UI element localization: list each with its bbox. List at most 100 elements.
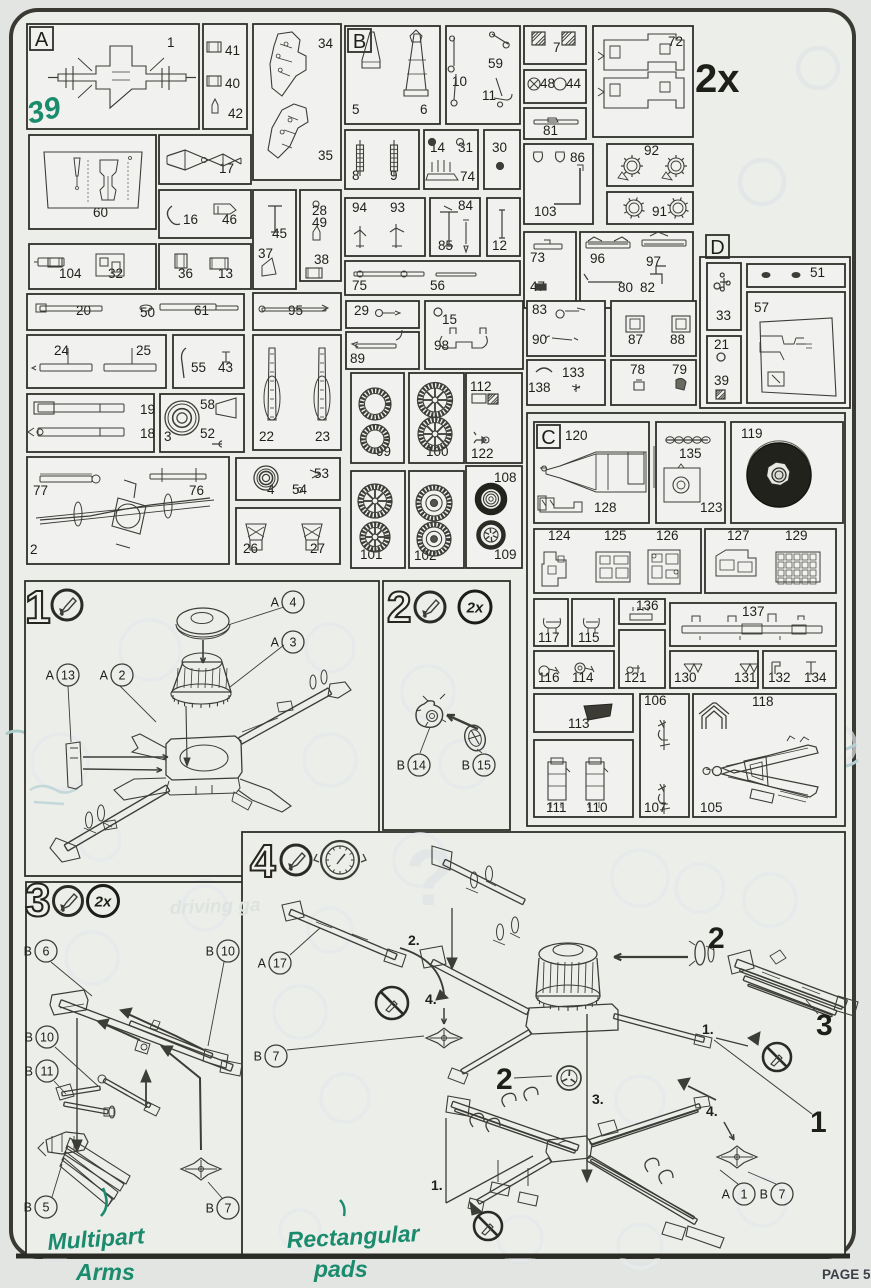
svg-text:3: 3 xyxy=(25,874,51,926)
svg-text:19: 19 xyxy=(140,402,155,417)
svg-text:6: 6 xyxy=(420,102,428,117)
svg-text:60: 60 xyxy=(93,205,108,220)
svg-text:133: 133 xyxy=(562,365,585,380)
svg-text:138: 138 xyxy=(528,380,551,395)
svg-text:76: 76 xyxy=(189,483,204,498)
svg-text:B: B xyxy=(760,1188,768,1202)
svg-text:4: 4 xyxy=(250,835,276,887)
svg-text:105: 105 xyxy=(700,800,723,815)
svg-text:driving ga: driving ga xyxy=(169,895,261,919)
svg-text:1: 1 xyxy=(25,581,51,633)
svg-text:35: 35 xyxy=(318,148,333,163)
svg-text:18: 18 xyxy=(140,426,155,441)
svg-text:136: 136 xyxy=(636,598,659,613)
svg-text:13: 13 xyxy=(61,669,75,683)
svg-text:31: 31 xyxy=(458,140,473,155)
svg-text:127: 127 xyxy=(727,528,750,543)
svg-text:A: A xyxy=(722,1188,731,1202)
svg-text:B: B xyxy=(206,1202,214,1216)
svg-text:PAGE 5: PAGE 5 xyxy=(822,1267,871,1282)
svg-text:1: 1 xyxy=(741,1188,748,1202)
svg-text:4.: 4. xyxy=(706,1103,718,1119)
svg-text:97: 97 xyxy=(646,254,661,269)
svg-text:22: 22 xyxy=(259,429,274,444)
svg-text:42: 42 xyxy=(228,106,243,121)
svg-text:?: ? xyxy=(406,833,455,922)
svg-text:7: 7 xyxy=(273,1050,280,1064)
svg-text:38: 38 xyxy=(314,252,329,267)
svg-text:5: 5 xyxy=(43,1201,50,1215)
svg-text:53: 53 xyxy=(314,466,329,481)
svg-text:25: 25 xyxy=(136,343,151,358)
svg-text:3: 3 xyxy=(290,636,297,650)
svg-text:73: 73 xyxy=(530,250,545,265)
svg-text:B: B xyxy=(462,759,470,773)
svg-text:3: 3 xyxy=(816,1009,833,1042)
svg-text:A: A xyxy=(271,636,280,650)
svg-text:125: 125 xyxy=(604,528,627,543)
svg-text:79: 79 xyxy=(672,362,687,377)
svg-text:44: 44 xyxy=(566,76,582,91)
svg-text:119: 119 xyxy=(741,426,763,441)
svg-text:128: 128 xyxy=(594,500,617,515)
svg-text:6: 6 xyxy=(43,945,50,959)
svg-text:B: B xyxy=(397,759,405,773)
svg-text:11: 11 xyxy=(41,1065,54,1079)
svg-text:83: 83 xyxy=(532,302,547,317)
svg-text:17: 17 xyxy=(219,161,234,176)
svg-text:40: 40 xyxy=(225,76,240,91)
svg-text:96: 96 xyxy=(590,251,605,266)
svg-text:1.: 1. xyxy=(431,1177,443,1193)
svg-text:126: 126 xyxy=(656,528,679,543)
svg-text:87: 87 xyxy=(628,332,643,347)
svg-text:2: 2 xyxy=(708,922,725,955)
svg-text:B: B xyxy=(254,1050,262,1064)
svg-text:7: 7 xyxy=(779,1188,786,1202)
svg-text:13: 13 xyxy=(218,266,233,281)
svg-text:30: 30 xyxy=(492,140,507,155)
svg-text:B: B xyxy=(24,1201,32,1215)
svg-text:33: 33 xyxy=(716,308,731,323)
svg-text:23: 23 xyxy=(315,429,330,444)
svg-text:8: 8 xyxy=(352,168,360,183)
svg-text:Arms: Arms xyxy=(75,1259,135,1283)
svg-text:129: 129 xyxy=(785,528,808,543)
svg-text:94: 94 xyxy=(352,200,368,215)
svg-text:7: 7 xyxy=(553,40,561,55)
svg-text:21: 21 xyxy=(714,337,729,352)
svg-text:45: 45 xyxy=(272,226,287,241)
svg-text:75: 75 xyxy=(352,278,367,293)
svg-text:A: A xyxy=(258,957,267,971)
svg-text:56: 56 xyxy=(430,278,445,293)
svg-text:57: 57 xyxy=(754,300,769,315)
svg-text:C: C xyxy=(541,427,555,449)
svg-text:2x: 2x xyxy=(466,600,484,617)
svg-text:pads: pads xyxy=(313,1256,368,1282)
svg-text:15: 15 xyxy=(477,759,491,773)
svg-text:1: 1 xyxy=(810,1106,827,1139)
svg-text:74: 74 xyxy=(460,169,476,184)
svg-text:2: 2 xyxy=(30,542,38,557)
svg-text:131: 131 xyxy=(734,670,757,685)
svg-text:B: B xyxy=(206,945,214,959)
svg-text:15: 15 xyxy=(442,312,457,327)
svg-text:112: 112 xyxy=(470,379,492,394)
svg-text:16: 16 xyxy=(183,212,198,227)
svg-text:58: 58 xyxy=(200,397,215,412)
svg-text:1.: 1. xyxy=(702,1021,714,1037)
svg-text:134: 134 xyxy=(804,670,827,685)
svg-text:104: 104 xyxy=(59,266,82,281)
svg-text:2: 2 xyxy=(119,669,126,683)
svg-text:130: 130 xyxy=(674,670,697,685)
svg-text:14: 14 xyxy=(412,759,426,773)
svg-text:123: 123 xyxy=(700,500,723,515)
svg-text:113: 113 xyxy=(568,716,590,731)
svg-text:48: 48 xyxy=(540,76,555,91)
svg-text:115: 115 xyxy=(578,630,600,645)
svg-text:5: 5 xyxy=(352,102,360,117)
svg-text:39: 39 xyxy=(714,373,729,388)
svg-text:B: B xyxy=(25,1065,33,1079)
svg-text:50: 50 xyxy=(140,305,155,320)
svg-text:59: 59 xyxy=(488,56,503,71)
svg-text:17: 17 xyxy=(273,957,287,971)
